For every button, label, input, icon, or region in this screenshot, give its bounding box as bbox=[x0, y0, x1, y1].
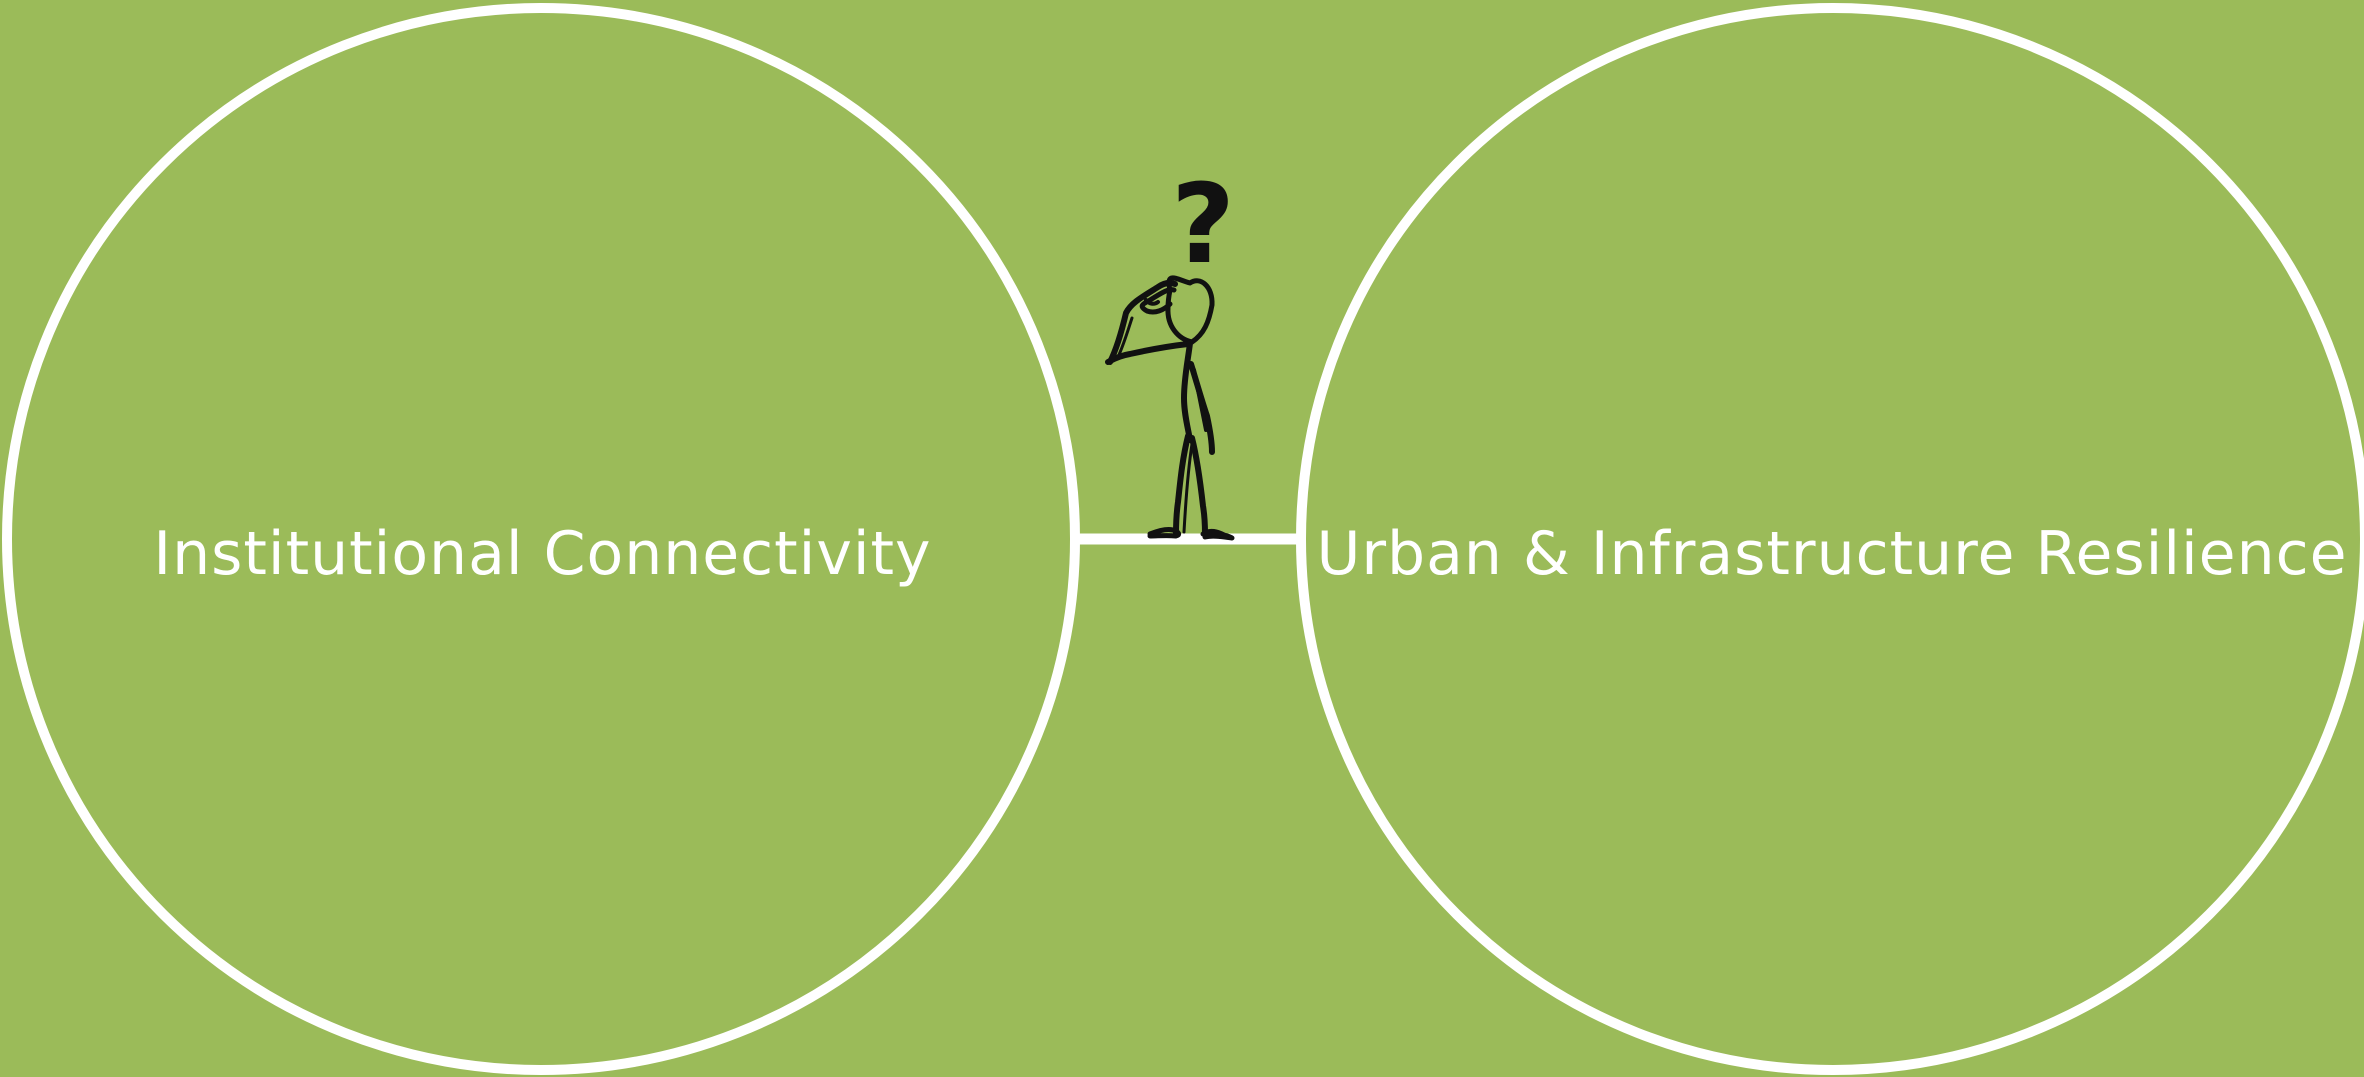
figure-foot-left bbox=[1147, 527, 1182, 539]
figure-leg-left bbox=[1173, 433, 1191, 537]
confused-stick-figure-icon bbox=[1105, 275, 1235, 541]
figure-eye bbox=[1144, 298, 1160, 306]
figure-leg-left-inner bbox=[1182, 442, 1194, 534]
figure-hand bbox=[1139, 287, 1177, 315]
figure-leg-right bbox=[1189, 435, 1208, 537]
figure-torso bbox=[1181, 340, 1193, 443]
figure-forearm bbox=[1107, 280, 1178, 365]
figure-sleeve bbox=[1116, 316, 1134, 359]
right-circle bbox=[1296, 3, 2364, 1075]
left-circle-label: Institutional Connectivity bbox=[153, 519, 932, 589]
figure-foot-right bbox=[1200, 528, 1235, 541]
left-circle bbox=[2, 3, 1080, 1075]
right-circle-label: Urban & Infrastructure Resilience bbox=[1316, 519, 2348, 589]
figure-arm-lowered-inner bbox=[1192, 368, 1208, 432]
question-mark-icon: ? bbox=[1171, 160, 1235, 288]
